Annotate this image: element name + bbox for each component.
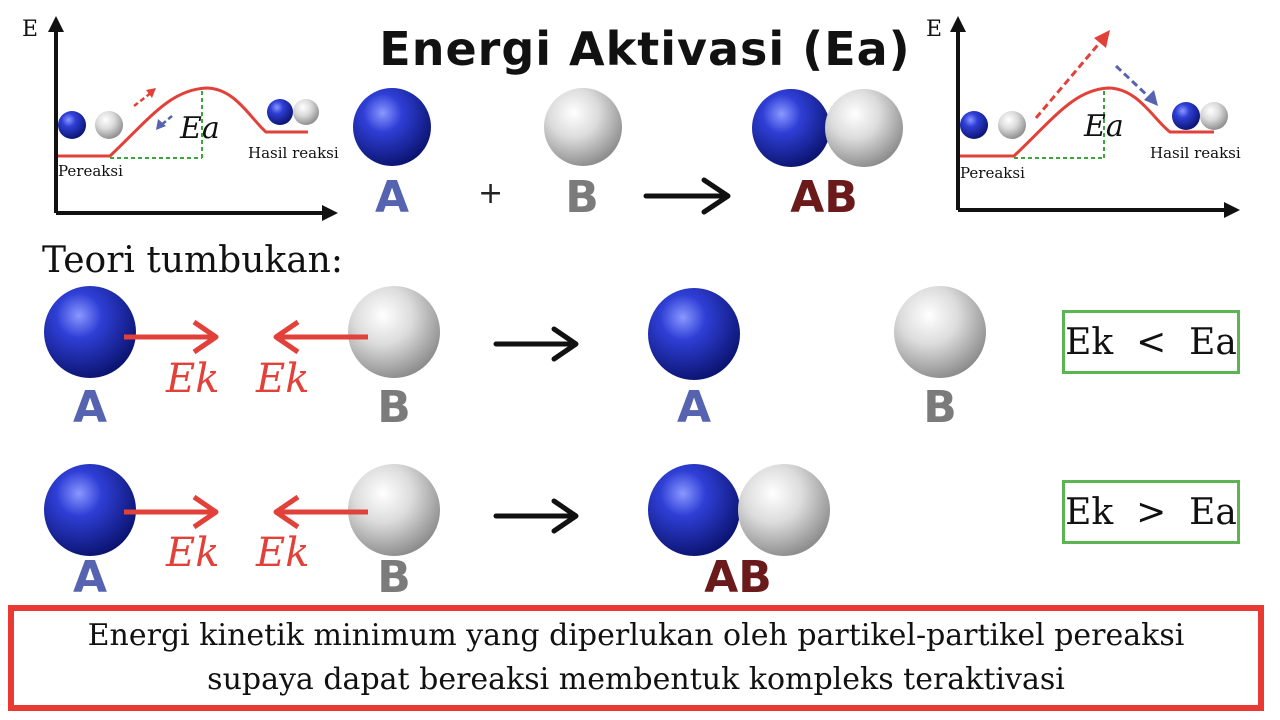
result-molecule-b [894, 286, 986, 378]
theory-heading: Teori tumbukan: [42, 240, 343, 281]
result-molecule-ab-b [738, 464, 830, 556]
ea-label: Ea [1083, 109, 1124, 144]
molecule-ab-b [825, 89, 903, 167]
axis-label-e: E [926, 17, 942, 42]
result-label-ab: AB [704, 552, 772, 603]
equation-molecules [353, 88, 903, 167]
result-molecule-ab-a [648, 464, 740, 556]
molecule-a [353, 88, 431, 166]
label-b: B [377, 552, 411, 603]
energy-diagram-left: E Ea Pereaksi Hasil reaksi [22, 16, 339, 221]
definition-box: Energi kinetik minimum yang diperlukan o… [8, 605, 1264, 711]
definition-line-1: Energi kinetik minimum yang diperlukan o… [87, 618, 1185, 653]
reaction-arrow [643, 177, 731, 215]
ea-label: Ea [179, 111, 220, 146]
product-label: Hasil reaksi [248, 144, 339, 162]
axis-label-e: E [22, 17, 38, 42]
result-molecule-a [648, 288, 740, 380]
ek-label-right: Ek [256, 530, 310, 576]
molecule-a [44, 286, 136, 378]
condition-box-greater: Ek > Ea [1062, 480, 1240, 544]
ek-label-left: Ek [166, 356, 220, 402]
definition-line-2: supaya dapat bereaksi membentuk kompleks… [207, 662, 1065, 697]
molecule-a [44, 464, 136, 556]
label-a: A [374, 172, 410, 223]
label-a: A [72, 552, 108, 603]
collision-row-1 [44, 286, 986, 380]
collision-row-2 [44, 464, 830, 556]
reactant-label: Pereaksi [960, 164, 1025, 182]
ek-label-right: Ek [256, 356, 310, 402]
label-b: B [565, 172, 599, 223]
label-b: B [377, 382, 411, 433]
page-title: Energi Aktivasi (Ea) [379, 22, 911, 76]
label-ab: AB [790, 172, 858, 223]
molecule-b [348, 286, 440, 378]
result-label-b: B [923, 382, 957, 433]
plus-sign: + [478, 176, 504, 211]
reactant-label: Pereaksi [58, 162, 123, 180]
ek-label-left: Ek [166, 530, 220, 576]
molecule-ab-a [752, 89, 830, 167]
molecule-b [348, 464, 440, 556]
energy-diagram-right: E Ea Pereaksi Hasil reaksi [926, 16, 1241, 218]
result-label-a: A [676, 382, 712, 433]
product-label: Hasil reaksi [1150, 144, 1241, 162]
molecule-b [544, 88, 622, 166]
condition-box-less: Ek < Ea [1062, 310, 1240, 374]
label-a: A [72, 382, 108, 433]
